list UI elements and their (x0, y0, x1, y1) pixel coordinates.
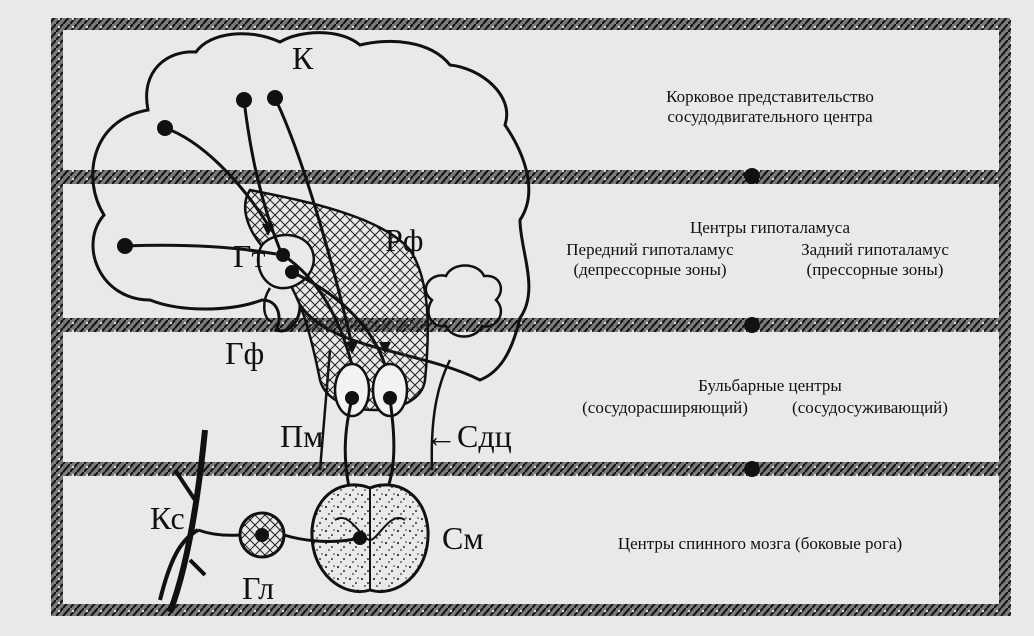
hypothalamus-level-title: Центры гипоталамуса (689, 218, 851, 237)
band-node-1 (744, 168, 760, 184)
label-vasomotor-center: ←Сдц (425, 418, 512, 454)
label-ganglion: Гл (242, 570, 275, 606)
blood-vessel (167, 429, 208, 614)
bulbar-vasoconstrictor-note: (сосудосуживающий) (792, 398, 948, 417)
pituitary (263, 287, 273, 324)
cortex-level-line-2: сосудодвигательного центра (667, 106, 873, 126)
label-reticular-formation: Рф (385, 222, 424, 258)
cortex-level-line-1: Корковое представительство (666, 87, 874, 106)
bulbar-center-left (333, 362, 371, 418)
bulbar-vasodilator-note: (сосудорасширяющий) (582, 398, 748, 417)
label-medulla: Пм (280, 418, 324, 454)
posterior-hypothalamus-text: Задний гипоталамус (прессорные зоны) (765, 240, 985, 279)
anterior-hypothalamus-label: Передний гипоталамус (566, 240, 734, 259)
bulbar-center-right (371, 362, 409, 418)
label-cortex: К (292, 40, 314, 76)
outer-frame (51, 18, 1011, 616)
preganglionic-fiber (283, 533, 361, 543)
band-node-2 (744, 317, 760, 333)
label-spinal-cord: См (442, 520, 484, 556)
label-vessel: Кс (150, 500, 185, 536)
pathway-arrowheads (262, 224, 391, 354)
label-hypothalamus: Гт (233, 238, 266, 274)
postganglionic-fiber (197, 528, 241, 537)
spinal-level-title: Центры спинного мозга (боковые рога) (617, 534, 903, 553)
anterior-hypothalamus-text: Передний гипоталамус (депрессорные зоны) (535, 240, 765, 279)
ganglion-neuron (255, 528, 269, 542)
spinal-gray-matter (334, 517, 406, 542)
label-pituitary: Гф (225, 335, 265, 371)
posterior-hypothalamus-label: Задний гипоталамус (801, 240, 949, 259)
separator-band-2 (57, 318, 1005, 332)
anterior-hypothalamus-note: (депрессорные зоны) (573, 259, 727, 279)
separator-band-1 (57, 170, 1005, 184)
band-node-3 (744, 461, 760, 477)
posterior-hypothalamus-note: (прессорные зоны) (806, 259, 944, 279)
cortex-level-text: Корковое представительство сосудодвигате… (620, 87, 920, 126)
cerebellum (424, 264, 503, 338)
brain-outline (91, 31, 531, 382)
bulbar-level-title: Бульбарные центры (698, 376, 842, 395)
separator-band-3 (57, 462, 1005, 476)
vessel-branches (158, 468, 207, 601)
